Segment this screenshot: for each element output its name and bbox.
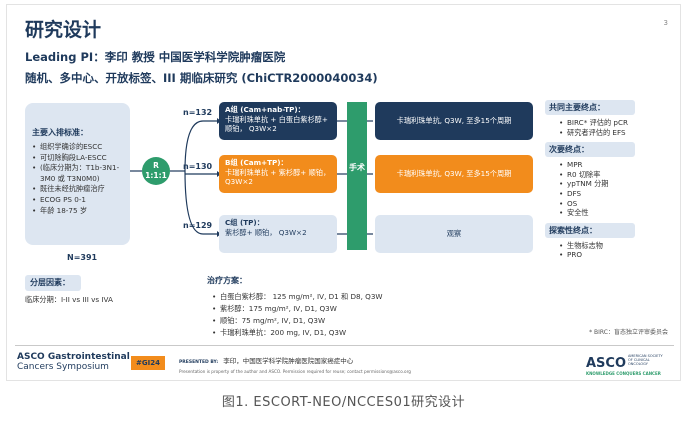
post-b-box: 卡瑞利珠单抗, Q3W, 至多15个周期 [375, 155, 533, 193]
page-number: 3 [663, 19, 668, 27]
slide: 研究设计 3 Leading PI：李印 教授 中国医学科学院肿瘤医院 随机、多… [6, 4, 681, 381]
stratification-header: 分层因素： [25, 275, 81, 291]
endpoint-item: 安全性 [559, 208, 675, 218]
regimen-item: 白蛋白紫杉醇： 125 mg/m², IV, D1 和 D8, Q3W [212, 291, 383, 303]
leading-pi: Leading PI：李印 教授 中国医学科学院肿瘤医院 [25, 50, 286, 64]
regimen-header: 治疗方案： [207, 276, 247, 285]
inclusion-header: 主要入排标准： [32, 128, 88, 137]
regimen-list: 白蛋白紫杉醇： 125 mg/m², IV, D1 和 D8, Q3W 紫杉醇：… [212, 291, 383, 339]
primary-endpoint-header: 共同主要终点： [545, 100, 635, 115]
surgery-bar: 手术 [347, 102, 367, 250]
endpoint-item: ypTNM 分期 [559, 179, 675, 189]
presented-by-label: PRESENTED BY: [179, 360, 219, 365]
regimen-item: 紫杉醇：175 mg/m², IV, D1, Q3W [212, 303, 383, 315]
slide-title: 研究设计 [25, 19, 102, 41]
study-subtitle: 随机、多中心、开放标签、III 期临床研究 (ChiCTR2000040034) [25, 71, 378, 85]
arm-b-box: B组 (Cam+TP)： 卡瑞利珠单抗 + 紫杉醇+ 顺铂， Q3W×2 [219, 155, 337, 193]
arm-b-n: n=130 [183, 162, 213, 171]
branch-c [184, 170, 217, 235]
asco-tagline: KNOWLEDGE CONQUERS CANCER [585, 371, 661, 376]
inclusion-item: 既往未经抗肿瘤治疗 [32, 184, 123, 195]
endpoint-item: OS [559, 199, 675, 209]
branch-a [184, 120, 217, 172]
endpoint-item: DFS [559, 189, 675, 199]
stratification-value: 临床分期：I-II vs III vs IVA [25, 295, 113, 304]
endpoints-panel: 共同主要终点： BIRC* 评估的 pCR 研究者评估的 EFS 次要终点： M… [545, 100, 675, 265]
arm-a-name: A组 (Cam+nab-TP)： [225, 105, 305, 114]
endpoint-item: 生物标志物 [559, 241, 675, 251]
inclusion-item: ECOG PS 0-1 [32, 195, 123, 206]
total-n: N=391 [67, 253, 98, 262]
arm-c-detail: 紫杉醇+ 顺铂， Q3W×2 [225, 227, 307, 237]
post-a-box: 卡瑞利珠单抗, Q3W, 至多15个周期 [375, 102, 533, 140]
regimen-item: 顺铂：75 mg/m², IV, D1, Q3W [212, 315, 383, 327]
regimen-item: 卡瑞利珠单抗：200 mg, IV, D1, Q3W [212, 327, 383, 339]
randomization-letter: R [153, 161, 159, 170]
presenter-line: PRESENTED BY: 李印，中国医学科学院肿瘤医院国家癌症中心 [179, 355, 353, 365]
arm-a-detail: 卡瑞利珠单抗 + 白蛋白紫杉醇+ 顺铂， Q3W×2 [225, 114, 328, 134]
arm-a-n: n=132 [183, 108, 213, 117]
inclusion-item: 组织学确诊的ESCC [32, 142, 123, 153]
birc-footnote: * BIRC：盲态独立评审委员会 [589, 329, 668, 336]
arm-c-n: n=129 [183, 221, 213, 230]
presenter-name: 李印，中国医学科学院肿瘤医院国家癌症中心 [223, 357, 354, 365]
endpoint-item: 研究者评估的 EFS [559, 128, 675, 138]
exploratory-endpoint-header: 探索性终点： [545, 222, 635, 238]
arm-c-name: C组 (TP)： [225, 218, 264, 227]
arm-b-name: B组 (Cam+TP)： [225, 158, 288, 167]
randomization-ratio: 1:1:1 [145, 171, 167, 180]
inclusion-criteria-box: 主要入排标准： 组织学确诊的ESCC 可切除胸段LA-ESCC (临床分期为：T… [25, 103, 130, 245]
arm-a-box: A组 (Cam+nab-TP)： 卡瑞利珠单抗 + 白蛋白紫杉醇+ 顺铂， Q3… [219, 102, 337, 140]
post-c-box: 观察 [375, 215, 533, 253]
endpoint-item: MPR [559, 160, 675, 170]
asco-gi-line1: ASCO Gastrointestinal [17, 352, 130, 362]
primary-endpoint-list: BIRC* 评估的 pCR 研究者评估的 EFS [559, 118, 675, 137]
property-note: Presentation is property of the author a… [179, 369, 411, 374]
footer-divider [15, 345, 674, 346]
asco-logo-text: ASCO [585, 356, 626, 371]
asco-gi-logo: ASCO Gastrointestinal Cancers Symposium [17, 352, 130, 372]
endpoint-item: PRO [559, 250, 675, 260]
arm-b-detail: 卡瑞利珠单抗 + 紫杉醇+ 顺铂， Q3W×2 [225, 167, 331, 187]
secondary-endpoint-list: MPR R0 切除率 ypTNM 分期 DFS OS 安全性 [559, 160, 675, 218]
secondary-endpoint-header: 次要终点： [545, 142, 635, 158]
randomization-circle: R 1:1:1 [142, 157, 170, 185]
arm-c-box: C组 (TP)： 紫杉醇+ 顺铂， Q3W×2 [219, 215, 337, 253]
endpoint-item: R0 切除率 [559, 170, 675, 180]
figure-caption: 图1. ESCORT-NEO/NCCES01研究设计 [221, 395, 466, 410]
asco-gi-line2: Cancers Symposium [17, 362, 109, 372]
exploratory-endpoint-list: 生物标志物 PRO [559, 241, 675, 260]
gi-hashtag: #GI24 [131, 356, 165, 370]
inclusion-item: 可切除胸段LA-ESCC [32, 153, 123, 164]
inclusion-item: (临床分期为：T1b-3N1-3M0 或 T3N0M0) [32, 163, 123, 184]
endpoint-item: BIRC* 评估的 pCR [559, 118, 675, 128]
inclusion-list: 组织学确诊的ESCC 可切除胸段LA-ESCC (临床分期为：T1b-3N1-3… [32, 142, 123, 216]
asco-logo-small: AMERICAN SOCIETY OF CLINICAL ONCOLOGY [628, 354, 663, 366]
inclusion-item: 年龄 18-75 岁 [32, 206, 123, 217]
